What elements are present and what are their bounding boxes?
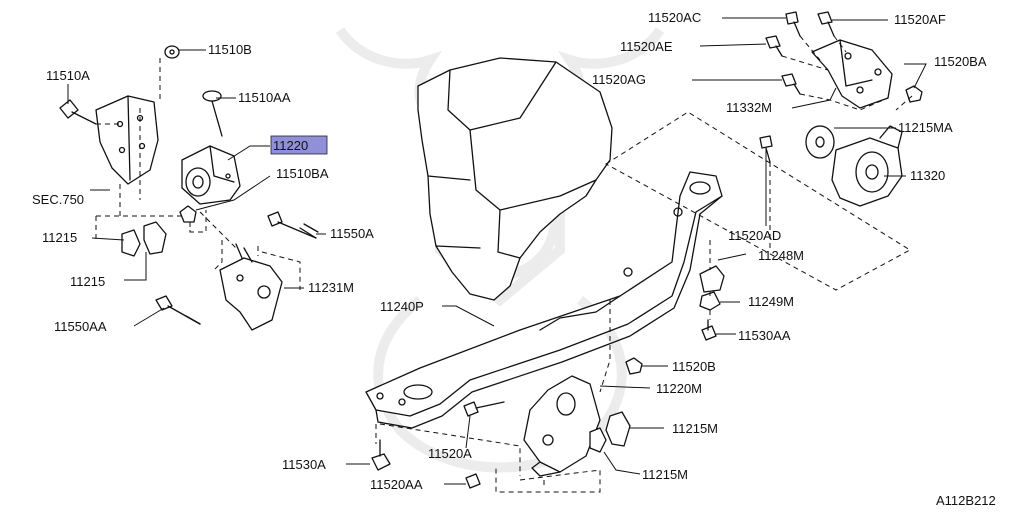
mount-insulator-11320 <box>831 125 903 207</box>
callout-11248m[interactable]: 11248M <box>758 248 804 263</box>
bolt-11530a <box>371 439 391 471</box>
engine-mount-bracket-11231m <box>199 211 301 331</box>
callout-labels: 11510B 11510A 11510AA 11220 SEC.750 1151… <box>32 10 996 508</box>
stopper-11248m <box>699 265 725 293</box>
bolt-11520ac <box>785 11 801 37</box>
stopper-11249m <box>699 291 721 311</box>
left-mount-bracket <box>95 95 159 185</box>
callout-11215m-lower[interactable]: 11215M <box>642 467 688 482</box>
callout-11510b[interactable]: 11510B <box>208 42 252 57</box>
callout-11520ag[interactable]: 11520AG <box>592 72 646 87</box>
bolt-11520aa <box>465 473 481 489</box>
callout-11530a[interactable]: 11530A <box>282 457 326 472</box>
insulator-11215m-upper <box>605 411 631 447</box>
callout-11231m[interactable]: 11231M <box>308 280 354 295</box>
callout-11550aa[interactable]: 11550AA <box>54 319 107 334</box>
bolt-11520ad <box>759 135 773 163</box>
callout-11550a[interactable]: 11550A <box>330 226 374 241</box>
nut-11510ba <box>179 205 207 233</box>
insulator-11215ma <box>805 125 835 159</box>
callout-11332m[interactable]: 11332M <box>726 100 772 115</box>
insulator-11215m-lower <box>589 427 607 453</box>
callout-11520a[interactable]: 11520A <box>428 446 472 461</box>
insulator-11215-left <box>121 221 167 257</box>
leader-lines <box>67 17 927 485</box>
callout-11510aa[interactable]: 11510AA <box>238 90 291 105</box>
callout-11530aa[interactable]: 11530AA <box>738 328 791 343</box>
nut-11520b <box>625 357 643 375</box>
engine-mount-insulator-11220 <box>181 145 241 205</box>
bolt-11520a <box>463 401 505 417</box>
bolt-11520ag <box>781 73 801 95</box>
callout-11320[interactable]: 11320 <box>910 168 945 183</box>
callout-11220m[interactable]: 11220M <box>656 381 702 396</box>
washer-11510b <box>164 45 180 59</box>
callout-11520aa[interactable]: 11520AA <box>370 477 423 492</box>
callout-11520ba[interactable]: 11520BA <box>934 54 987 69</box>
callout-11520ad[interactable]: 11520AD <box>728 228 781 243</box>
callout-11520b[interactable]: 11520B <box>672 359 716 374</box>
callout-11215-lower[interactable]: 11215 <box>70 274 105 289</box>
callout-11520ac[interactable]: 11520AC <box>648 10 701 25</box>
callout-11220-highlighted[interactable]: 11220 <box>273 138 308 153</box>
engine-block-outline <box>417 57 613 301</box>
callout-11520af[interactable]: 11520AF <box>894 12 946 27</box>
callout-11215-upper[interactable]: 11215 <box>42 230 77 245</box>
bolt-11550a <box>267 211 319 239</box>
callout-11510a[interactable]: 11510A <box>46 68 90 83</box>
callout-11215ma[interactable]: 11215MA <box>898 120 953 135</box>
nut-11520ba <box>905 85 923 103</box>
highlighted-callout-box <box>270 135 328 155</box>
bolt-11520ae <box>765 35 783 57</box>
bolt-11520af <box>817 11 835 37</box>
callout-11249m[interactable]: 11249M <box>748 294 794 309</box>
callout-11510ba[interactable]: 11510BA <box>276 166 329 181</box>
bolt-11530aa <box>701 319 717 341</box>
diagram-id-label: A112B212 <box>936 493 996 508</box>
mount-bracket-11332m <box>811 39 893 109</box>
bolt-11550aa <box>155 295 201 325</box>
crossmember-11240p <box>365 171 723 429</box>
rear-mount-insulator-11220m <box>523 375 601 477</box>
bolt-11510a <box>59 99 120 125</box>
callout-sec-750[interactable]: SEC.750 <box>32 192 84 207</box>
callout-11520ae[interactable]: 11520AE <box>620 39 673 54</box>
callout-11240p[interactable]: 11240P <box>380 299 424 314</box>
callout-11215m-upper[interactable]: 11215M <box>672 421 718 436</box>
